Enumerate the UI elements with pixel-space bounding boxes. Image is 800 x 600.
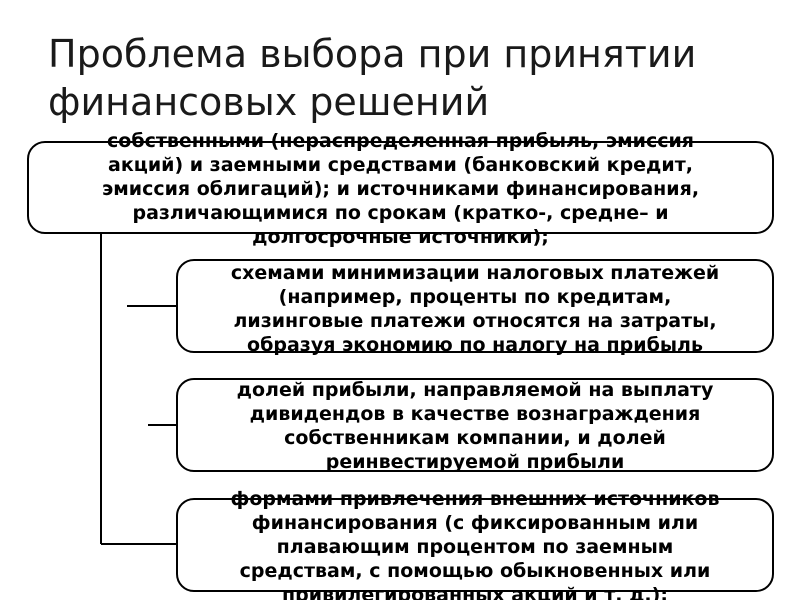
title-line: финансовых решений [48,80,490,124]
box-line: акций) и заемными средствами (банковский… [108,154,693,176]
box-line: финансирования (с фиксированным или [251,512,699,534]
box-line: долей прибыли, направляемой на выплату [236,379,714,401]
box-line: привилегированных акций и т. д.); [282,584,668,600]
box-line: образуя экономию по налогу на прибыль [247,334,703,356]
box-text-tax-minimization: схемами минимизации налоговых платежей (… [176,261,774,357]
box-line: схемами минимизации налоговых платежей [230,262,720,284]
box-tax-minimization [176,259,774,353]
box-line: средствам, с помощью обыкновенных или [239,560,711,582]
box-text-dividend-share: долей прибыли, направляемой на выплату д… [176,378,774,474]
box-line: формами привлечения внешних источников [230,488,720,510]
box-line: эмиссия облигаций); и источниками финанс… [101,178,700,200]
box-line: реинвестируемой прибыли [325,451,625,473]
box-line: различающимися по срокам (кратко-, средн… [132,202,669,224]
box-line: плавающим процентом по заемным [276,536,674,558]
box-own-and-borrowed-funds [27,141,774,234]
box-dividend-share [176,378,774,472]
box-line: долгосрочные источники); [252,226,549,248]
box-text-own-and-borrowed-funds: собственными (нераспределенная прибыль, … [27,129,774,249]
title-line: Проблема выбора при принятии [48,32,697,76]
box-line: собственникам компании, и долей [284,427,666,449]
page-title: Проблема выбора при принятии финансовых … [48,30,768,126]
box-line: (например, проценты по кредитам, [278,286,672,308]
box-text-external-sources: формами привлечения внешних источников ф… [176,487,774,600]
box-line: собственными (нераспределенная прибыль, … [107,130,694,152]
box-line: дивидендов в качестве вознаграждения [249,403,701,425]
box-external-sources [176,498,774,592]
box-line: лизинговые платежи относятся на затраты, [233,310,717,332]
